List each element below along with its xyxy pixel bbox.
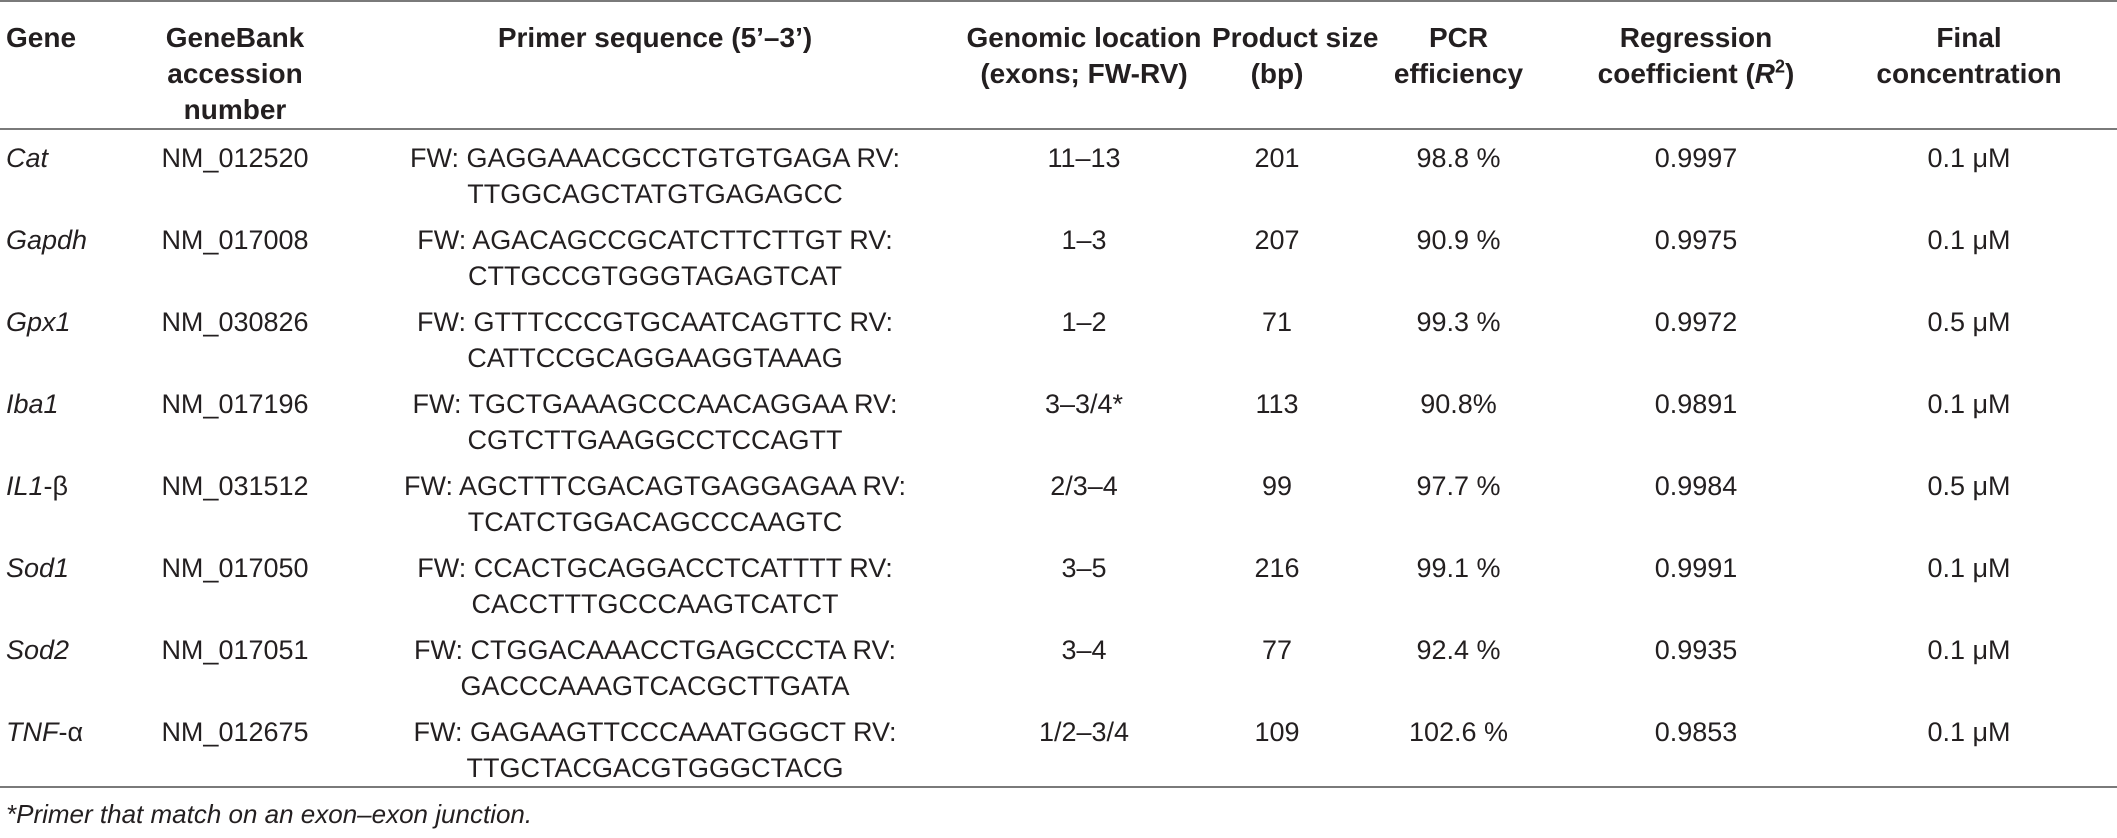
concentration-cell: 0.5 μM xyxy=(1927,471,2011,501)
location-cell: 3–4 xyxy=(1061,635,1107,665)
accession-cell: NM_030826 xyxy=(161,307,309,337)
size-cell: 113 xyxy=(1255,389,1299,419)
table-body: Cat NM_012520 FW: GAGGAAACGCCTGTGTGAGA R… xyxy=(0,129,2117,787)
concentration-cell: 0.1 μM xyxy=(1927,635,2011,665)
efficiency-cell: 102.6 % xyxy=(1408,717,1509,747)
primer-cell: FW: CCACTGCAGGACCTCATTTT RV:CACCTTTGCCCA… xyxy=(417,553,893,619)
regression-cell: 0.9972 xyxy=(1654,307,1738,337)
concentration-cell: 0.1 μM xyxy=(1927,143,2011,173)
concentration-cell: 0.1 μM xyxy=(1927,717,2011,747)
location-cell: 1/2–3/4 xyxy=(1038,717,1130,747)
size-cell: 109 xyxy=(1254,717,1300,747)
size-cell: 201 xyxy=(1254,143,1300,173)
location-cell: 11–13 xyxy=(1047,143,1121,173)
table-footnote: *Primer that match on an exon–exon junct… xyxy=(6,799,533,829)
efficiency-cell: 99.1 % xyxy=(1416,553,1501,583)
header-primer: Primer sequence (5’–3’) xyxy=(350,0,960,130)
efficiency-cell: 90.9 % xyxy=(1416,225,1501,255)
efficiency-cell: 98.8 % xyxy=(1416,143,1501,173)
header-row: Gene GeneBank accession number Primer se… xyxy=(0,0,2117,130)
regression-cell: 0.9853 xyxy=(1654,717,1738,747)
primer-table: Gene GeneBank accession number Primer se… xyxy=(0,0,2117,787)
gene-cell: Sod2 xyxy=(6,635,70,665)
primer-cell: FW: AGCTTTCGACAGTGAGGAGAA RV:TCATCTGGACA… xyxy=(403,471,907,537)
header-regression: Regression coefficient (R2) xyxy=(1571,0,1821,130)
location-cell: 1–3 xyxy=(1061,225,1107,255)
accession-cell: NM_017008 xyxy=(161,225,309,255)
size-cell: 207 xyxy=(1254,225,1300,255)
concentration-cell: 0.1 μM xyxy=(1927,389,2011,419)
table-row: Cat NM_012520 FW: GAGGAAACGCCTGTGTGAGA R… xyxy=(0,129,2117,212)
regression-cell: 0.9991 xyxy=(1654,553,1738,583)
location-cell: 1–2 xyxy=(1061,307,1107,337)
header-size: Product size (bp) xyxy=(1208,0,1378,130)
header-accession: GeneBank accession number xyxy=(120,0,350,130)
accession-cell: NM_017051 xyxy=(161,635,309,665)
header-location: Genomic location (exons; FW-RV) xyxy=(960,0,1208,130)
location-cell: 2/3–4 xyxy=(1050,471,1118,501)
efficiency-cell: 99.3 % xyxy=(1416,307,1501,337)
size-cell: 216 xyxy=(1254,553,1300,583)
regression-cell: 0.9891 xyxy=(1654,389,1738,419)
table-row: Iba1 NM_017196 FW: TGCTGAAAGCCCAACAGGAA … xyxy=(0,376,2117,458)
table-row: Gapdh NM_017008 FW: AGACAGCCGCATCTTCTTGT… xyxy=(0,212,2117,294)
gene-cell: Gapdh xyxy=(6,225,88,255)
header-efficiency: PCR efficiency xyxy=(1346,0,1571,130)
gene-cell: Gpx1 xyxy=(6,307,71,337)
primer-cell: FW: AGACAGCCGCATCTTCTTGT RV:CTTGCCGTGGGT… xyxy=(417,225,893,291)
efficiency-cell: 90.8% xyxy=(1420,389,1497,419)
concentration-cell: 0.5 μM xyxy=(1927,307,2011,337)
accession-cell: NM_017050 xyxy=(161,553,309,583)
gene-cell: Sod1 xyxy=(6,553,70,583)
efficiency-cell: 92.4 % xyxy=(1416,635,1501,665)
table-row: IL1-β NM_031512 FW: AGCTTTCGACAGTGAGGAGA… xyxy=(0,458,2117,540)
size-cell: 77 xyxy=(1261,635,1293,665)
primer-table-container: Gene GeneBank accession number Primer se… xyxy=(0,0,2117,787)
location-cell: 3–3/4* xyxy=(1044,389,1124,419)
gene-cell: Cat xyxy=(6,143,49,173)
primer-cell: FW: GAGGAAACGCCTGTGTGAGA RV:TTGGCAGCTATG… xyxy=(409,143,901,209)
regression-cell: 0.9935 xyxy=(1654,635,1738,665)
concentration-cell: 0.1 μM xyxy=(1927,553,2011,583)
regression-cell: 0.9984 xyxy=(1654,471,1738,501)
accession-cell: NM_012675 xyxy=(161,717,309,747)
gene-cell: Iba1 xyxy=(6,389,59,419)
table-row: Sod1 NM_017050 FW: CCACTGCAGGACCTCATTTT … xyxy=(0,540,2117,622)
primer-cell: FW: GAGAAGTTCCCAAATGGGCT RV:TTGCTACGACGT… xyxy=(413,717,897,783)
accession-cell: NM_012520 xyxy=(161,143,309,173)
table-row: TNF-α NM_012675 FW: GAGAAGTTCCCAAATGGGCT… xyxy=(0,704,2117,787)
table-row: Sod2 NM_017051 FW: CTGGACAAACCTGAGCCCTA … xyxy=(0,622,2117,704)
regression-cell: 0.9975 xyxy=(1654,225,1738,255)
primer-cell: FW: CTGGACAAACCTGAGCCCTA RV:GACCCAAAGTCA… xyxy=(413,635,897,701)
concentration-cell: 0.1 μM xyxy=(1927,225,2011,255)
header-gene: Gene xyxy=(0,0,120,130)
primer-cell: FW: GTTTCCCGTGCAATCAGTTC RV:CATTCCGCAGGA… xyxy=(417,307,893,373)
gene-cell: TNF-α xyxy=(6,717,84,747)
location-cell: 3–5 xyxy=(1061,553,1107,583)
header-concentration: Final concentration xyxy=(1821,0,2117,130)
gene-cell: IL1-β xyxy=(6,471,69,501)
efficiency-cell: 97.7 % xyxy=(1416,471,1501,501)
size-cell: 99 xyxy=(1261,471,1293,501)
table-row: Gpx1 NM_030826 FW: GTTTCCCGTGCAATCAGTTC … xyxy=(0,294,2117,376)
accession-cell: NM_017196 xyxy=(161,389,309,419)
size-cell: 71 xyxy=(1261,307,1293,337)
regression-cell: 0.9997 xyxy=(1654,143,1738,173)
accession-cell: NM_031512 xyxy=(161,471,309,501)
primer-cell: FW: TGCTGAAAGCCCAACAGGAA RV:CGTCTTGAAGGC… xyxy=(412,389,898,455)
